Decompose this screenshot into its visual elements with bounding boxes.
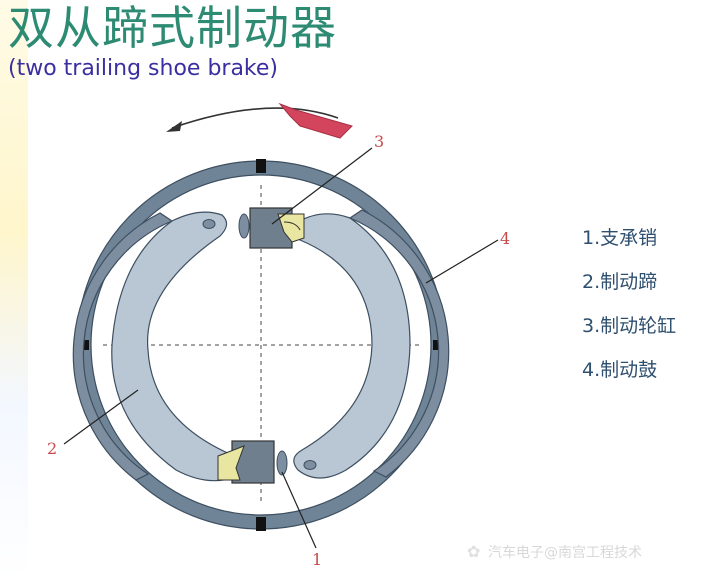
callout-line-3 xyxy=(271,147,373,225)
callout-1: 1 xyxy=(312,550,322,569)
legend-item-brake-shoe: 2.制动蹄 xyxy=(582,271,658,293)
watermark-text: 汽车电子@南宫工程技术 xyxy=(488,545,642,561)
watermark-chat-icon: ✿ xyxy=(467,542,481,561)
wheel-cylinder-bottom xyxy=(217,440,288,484)
legend-item-brake-drum: 4.制动鼓 xyxy=(582,359,658,381)
callout-line-2 xyxy=(63,389,139,445)
page-title: 双从蹄式制动器 xyxy=(8,1,337,55)
callout-2: 2 xyxy=(47,439,57,458)
page-subtitle: (two trailing shoe brake) xyxy=(8,56,279,81)
callout-line-1 xyxy=(281,471,317,549)
callout-4: 4 xyxy=(500,229,510,248)
background-strip xyxy=(0,0,28,580)
drum-notch-top xyxy=(256,159,266,173)
legend-item-support-pin: 1.支承销 xyxy=(582,227,658,249)
drum-notch-bottom xyxy=(256,517,266,531)
legend: 1.支承销 2.制动蹄 3.制动轮缸 4.制动鼓 xyxy=(582,228,676,404)
callout-3: 3 xyxy=(374,132,384,151)
callout-line-4 xyxy=(425,239,499,284)
wheel-cylinder-top xyxy=(238,207,305,249)
legend-item-wheel-cylinder: 3.制动轮缸 xyxy=(582,315,677,337)
rotation-arrow-icon xyxy=(166,102,353,139)
